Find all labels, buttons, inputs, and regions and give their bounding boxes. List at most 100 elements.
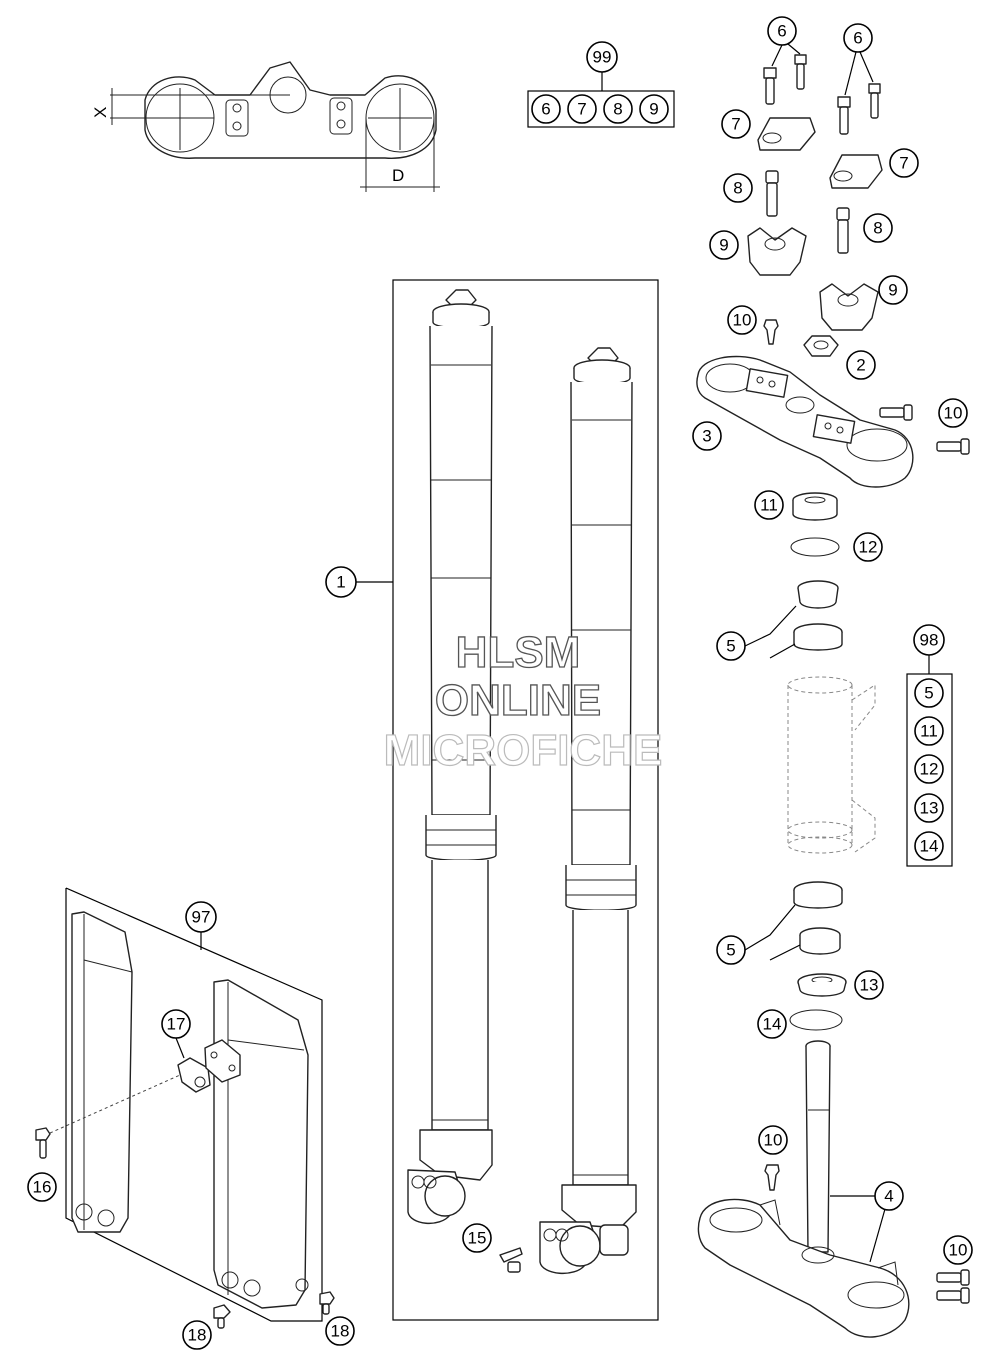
fork-protector-left [71,911,133,1233]
watermark: HLSM ONLINE MICROFICHE [383,627,663,775]
callout-15[interactable]: 15 [462,1223,492,1253]
svg-text:6: 6 [777,22,786,41]
callout-5b[interactable]: 5 [716,935,746,965]
callout-11[interactable]: 11 [754,490,784,520]
callout-10a[interactable]: 10 [727,305,757,335]
callout-9a[interactable]: 9 [709,230,739,260]
bearing-stack-lower [789,881,847,1031]
bolt-8-left [765,170,779,217]
svg-text:5: 5 [726,941,735,960]
svg-text:10: 10 [733,311,752,330]
svg-text:10: 10 [944,404,963,423]
callout-7a[interactable]: 7 [721,109,751,139]
callout-14[interactable]: 14 [757,1009,787,1039]
callout-10c[interactable]: 10 [758,1125,788,1155]
fork-assembly-frame [392,279,659,1321]
svg-text:10: 10 [949,1241,968,1260]
bolt-16 [35,1127,51,1159]
callout-17[interactable]: 17 [161,1009,191,1039]
bolt-18-a [213,1304,231,1329]
bolt-6-left [763,67,777,105]
callout-5a[interactable]: 5 [716,631,746,661]
bolt-10-clamp-a [879,404,913,421]
callout-9b[interactable]: 9 [878,275,908,305]
svg-text:18: 18 [331,1322,350,1341]
bolt-10-lower-small [764,1164,780,1191]
bolt-6-r2 [868,83,881,119]
bolt-10-small [763,319,779,345]
svg-text:11: 11 [760,496,778,515]
bolt-6-mid [794,54,807,90]
svg-text:1: 1 [336,573,345,592]
callout-6a[interactable]: 6 [767,16,797,46]
callout-3[interactable]: 3 [692,421,722,451]
callout-2[interactable]: 2 [846,350,876,380]
callout-10d[interactable]: 10 [943,1235,973,1265]
handlebar-clamp-parts [747,54,883,331]
lower-triple-clamp [697,1040,910,1338]
dimension-d-label: D [392,166,404,185]
svg-text:9: 9 [719,236,728,255]
bolt-10-lower-a [936,1269,970,1286]
svg-text:8: 8 [873,219,882,238]
svg-text:17: 17 [167,1015,186,1034]
svg-text:6: 6 [853,29,862,48]
callout-13[interactable]: 13 [854,970,884,1000]
callout-97[interactable]: 97 [185,901,217,933]
triple-clamp-dimension-sketch: X D [91,61,440,192]
kit-99-item: 7 [577,100,586,119]
bolt-18-b [319,1291,335,1315]
kit-99-item: 9 [649,100,658,119]
upper-triple-clamp [696,355,914,488]
svg-text:9: 9 [888,281,897,300]
svg-text:13: 13 [860,976,879,995]
callout-18a[interactable]: 18 [182,1320,212,1350]
svg-text:97: 97 [192,908,211,927]
callout-16[interactable]: 16 [27,1172,57,1202]
svg-text:10: 10 [764,1131,783,1150]
svg-text:4: 4 [884,1187,893,1206]
bolt-15 [499,1247,523,1273]
kit-98-item: 14 [920,837,939,856]
kit-98-item: 5 [924,684,933,703]
bolt-10-clamp-b [936,438,970,455]
bearing-stack-upper [790,492,843,651]
bolt-8-right [836,207,850,254]
watermark-line-1: HLSM [456,628,581,677]
watermark-line-2: ONLINE [435,676,601,725]
callout-7b[interactable]: 7 [889,148,919,178]
steering-head-dashed [787,676,876,854]
callout-8a[interactable]: 8 [723,173,753,203]
dimension-x-label: X [91,107,110,118]
fork-protector-right [213,979,309,1309]
callout-4[interactable]: 4 [874,1181,904,1211]
callout-6b[interactable]: 6 [843,23,873,53]
kit-99-label: 99 [593,48,612,67]
kit-98-item: 13 [920,799,939,818]
callout-18b[interactable]: 18 [325,1316,355,1346]
callout-8b[interactable]: 8 [863,213,893,243]
fork-protector-frame [65,887,323,1322]
svg-text:7: 7 [731,115,740,134]
callout-10b[interactable]: 10 [938,398,968,428]
svg-text:7: 7 [899,154,908,173]
nut-2 [803,335,839,357]
svg-text:3: 3 [702,427,711,446]
kit-98[interactable]: 98 5 11 12 13 14 [906,624,953,867]
svg-text:15: 15 [468,1229,487,1248]
kit-98-item: 12 [920,760,939,779]
kit-98-item: 11 [920,722,938,741]
svg-text:8: 8 [733,179,742,198]
kit-98-label: 98 [920,631,939,650]
svg-text:2: 2 [856,356,865,375]
kit-99[interactable]: 99 6 7 8 9 [527,41,675,128]
callout-1[interactable]: 1 [325,566,357,598]
callout-12[interactable]: 12 [853,532,883,562]
fork-leg-left [407,289,497,1224]
svg-text:18: 18 [188,1326,207,1345]
svg-text:12: 12 [859,538,878,557]
fork-leg-right [539,347,637,1274]
bolt-6-r1 [837,96,851,135]
